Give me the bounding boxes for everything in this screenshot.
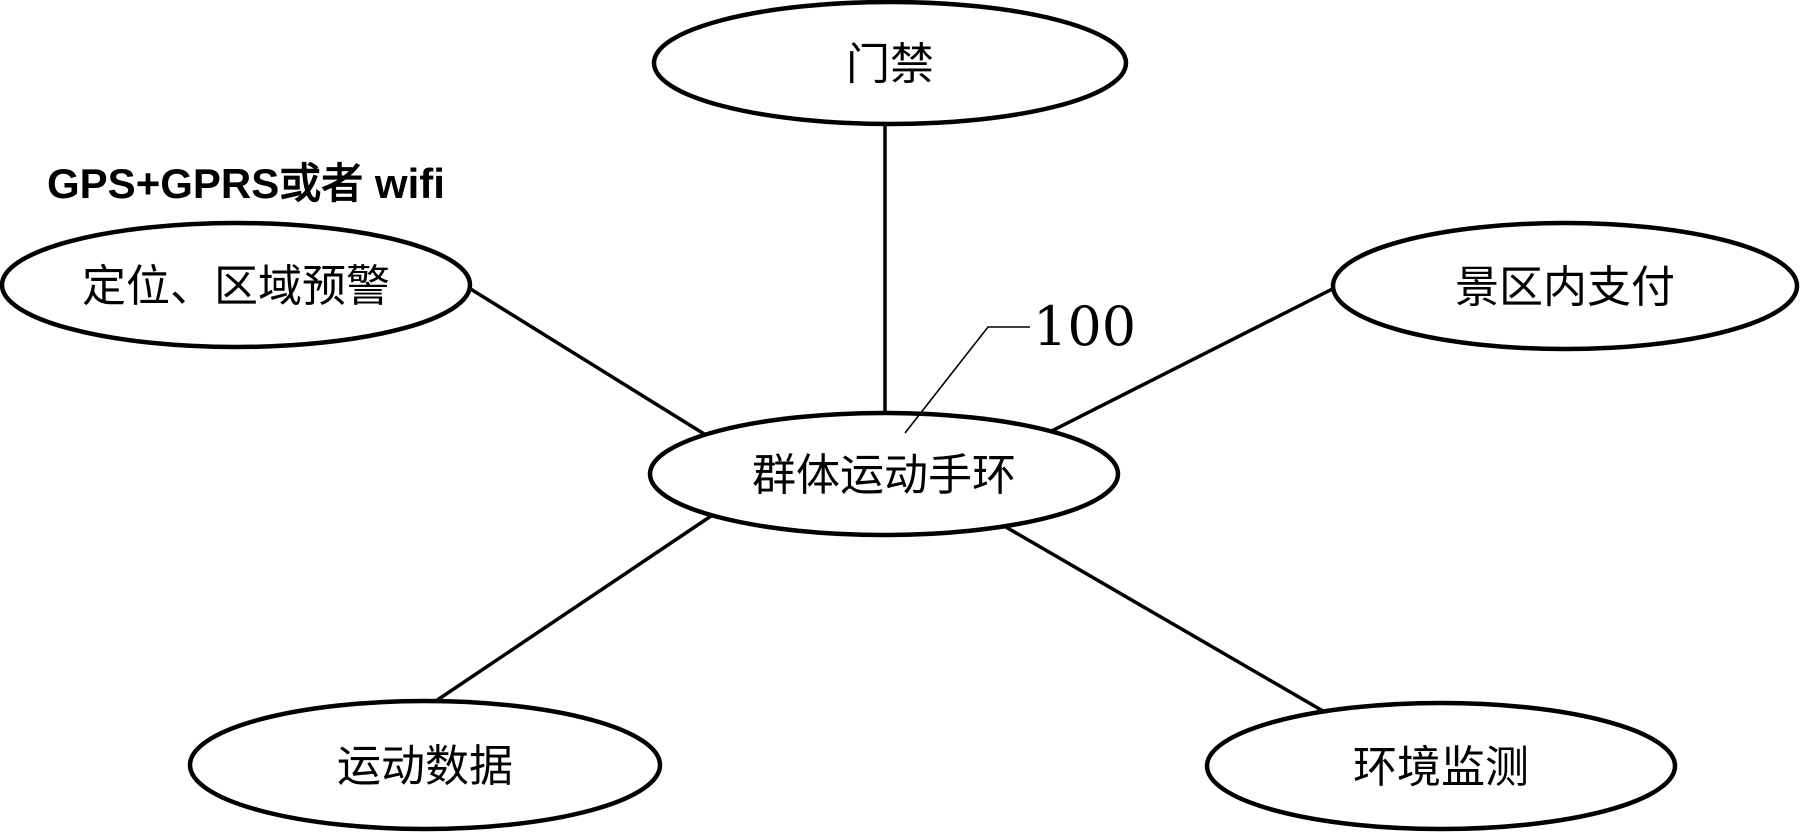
node-label-environment-monitoring: 环境监测 xyxy=(1353,743,1529,792)
edge-center-bottom-right xyxy=(979,510,1336,720)
edge-center-right xyxy=(1019,273,1361,449)
node-ellipse-sports-data xyxy=(187,698,663,832)
node-label-access-control: 门禁 xyxy=(846,40,934,89)
node-ellipse-scenic-payment xyxy=(1330,220,1800,352)
node-label-sports-data: 运动数据 xyxy=(337,742,513,791)
node-ellipse-access-control xyxy=(651,0,1129,127)
node-ellipse-environment-monitoring xyxy=(1204,700,1678,832)
reference-leader-line xyxy=(904,326,1030,434)
reference-number-100: 100 xyxy=(1033,295,1136,358)
node-ellipse-positioning-warning xyxy=(0,220,473,350)
connectivity-annotation: GPS+GPRS或者 wifi xyxy=(47,160,445,207)
node-label-positioning-warning: 定位、区域预警 xyxy=(82,262,390,311)
node-label-scenic-payment: 景区内支付 xyxy=(1455,263,1675,312)
node-ellipse-center-wristband xyxy=(647,410,1121,538)
edge-center-bottom-left xyxy=(414,508,721,717)
edge-center-left xyxy=(439,268,731,452)
node-label-center-wristband: 群体运动手环 xyxy=(752,451,1016,500)
